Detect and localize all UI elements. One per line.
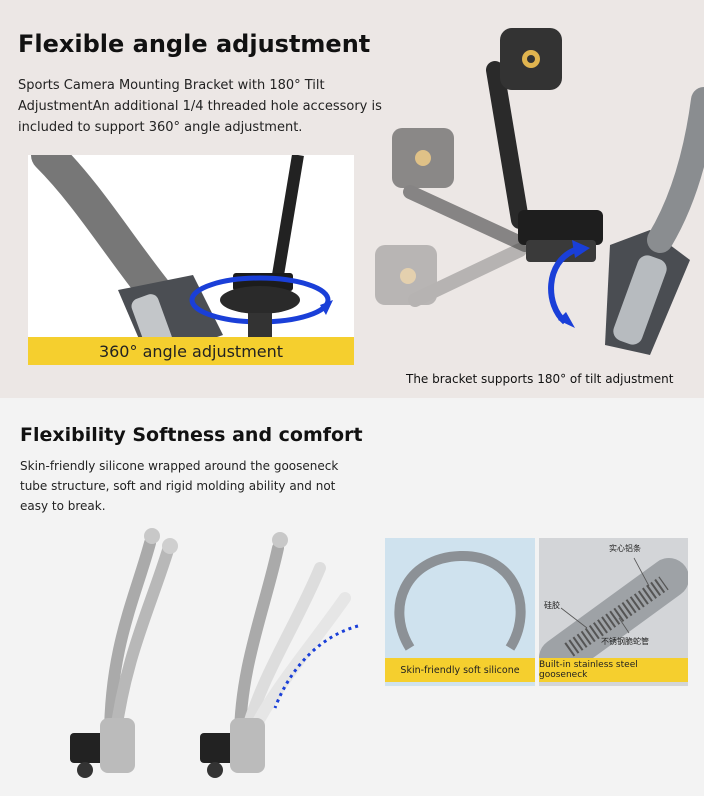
gooseneck-panel: 实心铝条 硅胶 不锈钢脆蛇管 Built-in stainless steel … — [539, 538, 688, 686]
section-title: Flexible angle adjustment — [18, 30, 371, 58]
section-flexibility: Flexibility Softness and comfort Skin-fr… — [0, 398, 704, 796]
gooseneck-bend-illustration — [70, 528, 359, 778]
callout-silicone: 硅胶 — [544, 601, 560, 610]
rotation-illustration — [31, 155, 333, 360]
callout-stainless-tube: 不锈钢脆蛇管 — [601, 637, 649, 646]
silicone-label: Skin-friendly soft silicone — [385, 658, 535, 682]
gooseneck-label: Built-in stainless steel gooseneck — [539, 658, 688, 682]
callout-solid-aluminum: 实心铝条 — [609, 544, 641, 553]
tilt-bracket-illustration — [375, 28, 704, 355]
tilt-caption: The bracket supports 180° of tilt adjust… — [406, 372, 674, 386]
silicone-loop-illustration — [394, 550, 526, 651]
section-title: Flexibility Softness and comfort — [20, 424, 363, 446]
rotation-label: 360° angle adjustment — [28, 337, 354, 365]
section-description: Skin-friendly silicone wrapped around th… — [20, 459, 339, 513]
silicone-panel: Skin-friendly soft silicone — [385, 538, 535, 686]
gooseneck-cutaway-illustration — [539, 557, 688, 678]
section-flexible-angle: Flexible angle adjustment Sports Camera … — [0, 0, 704, 398]
section-description: Sports Camera Mounting Bracket with 180°… — [18, 78, 382, 135]
rotation-inset: 360° angle adjustment — [28, 155, 354, 365]
